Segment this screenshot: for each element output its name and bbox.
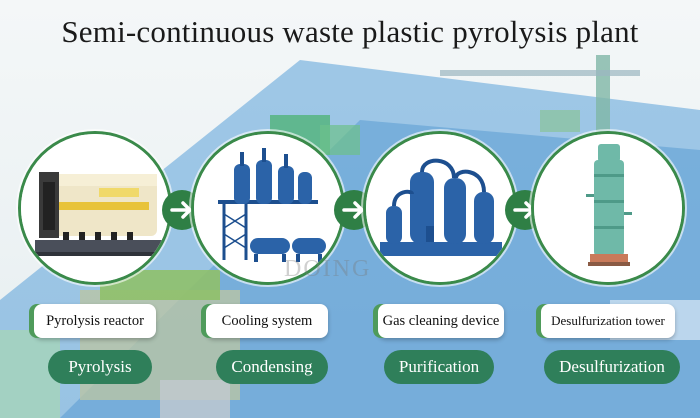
stage-label-purification: Purification [384, 350, 494, 384]
pyrolysis-reactor-icon [21, 134, 169, 282]
stage-label-desulfurization: Desulfurization [544, 350, 680, 384]
device-label-gas-cleaning-device: Gas cleaning device [378, 304, 504, 338]
stage-label-condensing: Condensing [216, 350, 328, 384]
stage-label-pyrolysis: Pyrolysis [48, 350, 152, 384]
cooling-system-icon [194, 134, 342, 282]
page-title: Semi-continuous waste plastic pyrolysis … [61, 14, 639, 49]
gas-cleaning-device-image [363, 131, 517, 285]
watermark-text: DOING [284, 256, 372, 282]
device-label-cooling-system: Cooling system [206, 304, 328, 338]
pyrolysis-reactor-image [18, 131, 172, 285]
gas-cleaning-device-icon [366, 134, 514, 282]
cooling-system-image [191, 131, 345, 285]
desulfurization-tower-icon [534, 134, 682, 282]
device-label-pyrolysis-reactor: Pyrolysis reactor [34, 304, 156, 338]
desulfurization-tower-image [531, 131, 685, 285]
device-label-desulfurization-tower: Desulfurization tower [541, 304, 675, 338]
